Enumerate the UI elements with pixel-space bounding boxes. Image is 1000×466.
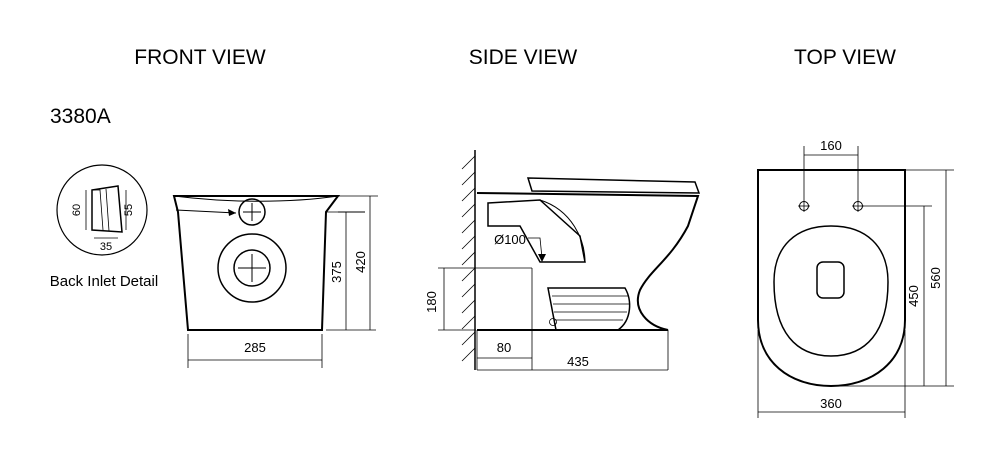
detail-dim-60: 60 bbox=[71, 204, 83, 216]
top-dim-360: 360 bbox=[820, 396, 842, 411]
top-dim-450: 450 bbox=[906, 285, 921, 307]
model-code: 3380A bbox=[50, 105, 111, 128]
detail-dim-55: 55 bbox=[123, 204, 135, 216]
top-view-title: TOP VIEW bbox=[794, 46, 896, 69]
top-dim-560: 560 bbox=[928, 267, 943, 289]
back-inlet-label: Back Inlet Detail bbox=[50, 273, 158, 290]
side-dim-180: 180 bbox=[424, 291, 439, 313]
front-dim-420: 420 bbox=[353, 251, 368, 273]
side-dim-pipe: Ø100 bbox=[494, 232, 526, 247]
front-dim-375: 375 bbox=[329, 261, 344, 283]
front-dim-285: 285 bbox=[244, 340, 266, 355]
top-view-drawing bbox=[757, 146, 954, 418]
front-view-title: FRONT VIEW bbox=[134, 46, 266, 69]
front-view-drawing bbox=[172, 195, 378, 368]
side-dim-80: 80 bbox=[497, 340, 511, 355]
side-dim-435: 435 bbox=[567, 354, 589, 369]
side-view-drawing bbox=[438, 150, 701, 371]
side-view-title: SIDE VIEW bbox=[469, 46, 578, 69]
detail-dim-35: 35 bbox=[100, 241, 112, 253]
top-dim-160: 160 bbox=[820, 138, 842, 153]
back-inlet-detail: 60 55 35 bbox=[56, 164, 148, 256]
